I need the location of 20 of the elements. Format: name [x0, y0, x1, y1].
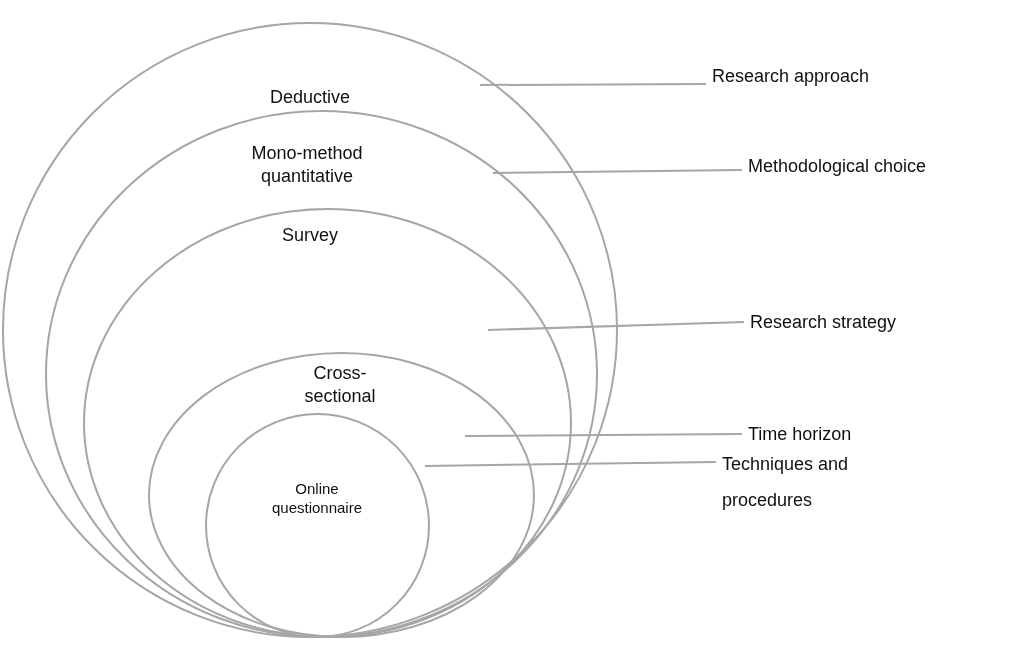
nested-circle: [2, 22, 618, 638]
leader-line: [492, 169, 743, 174]
circle-label: Survey: [281, 224, 339, 247]
circle-label: Cross-sectional: [303, 362, 377, 407]
nested-circle: [148, 352, 535, 638]
circle-label: Deductive: [268, 86, 351, 109]
leader-line: [424, 461, 717, 467]
layer-label: Research approach: [712, 62, 962, 90]
layer-label: Techniques and procedures: [722, 446, 882, 518]
leader-line: [487, 321, 745, 331]
circle-label: Online questionnaire: [270, 480, 364, 518]
circle-label: Mono-method quantitative: [250, 142, 364, 187]
layer-label: Methodological choice: [748, 152, 1013, 180]
nested-circle: [205, 413, 430, 638]
layer-label: Research strategy: [750, 308, 950, 336]
nested-circle: [45, 110, 598, 638]
layer-label: Time horizon: [748, 422, 898, 446]
nested-circle: [83, 208, 572, 638]
leader-line: [464, 433, 743, 437]
leader-line: [479, 83, 707, 86]
